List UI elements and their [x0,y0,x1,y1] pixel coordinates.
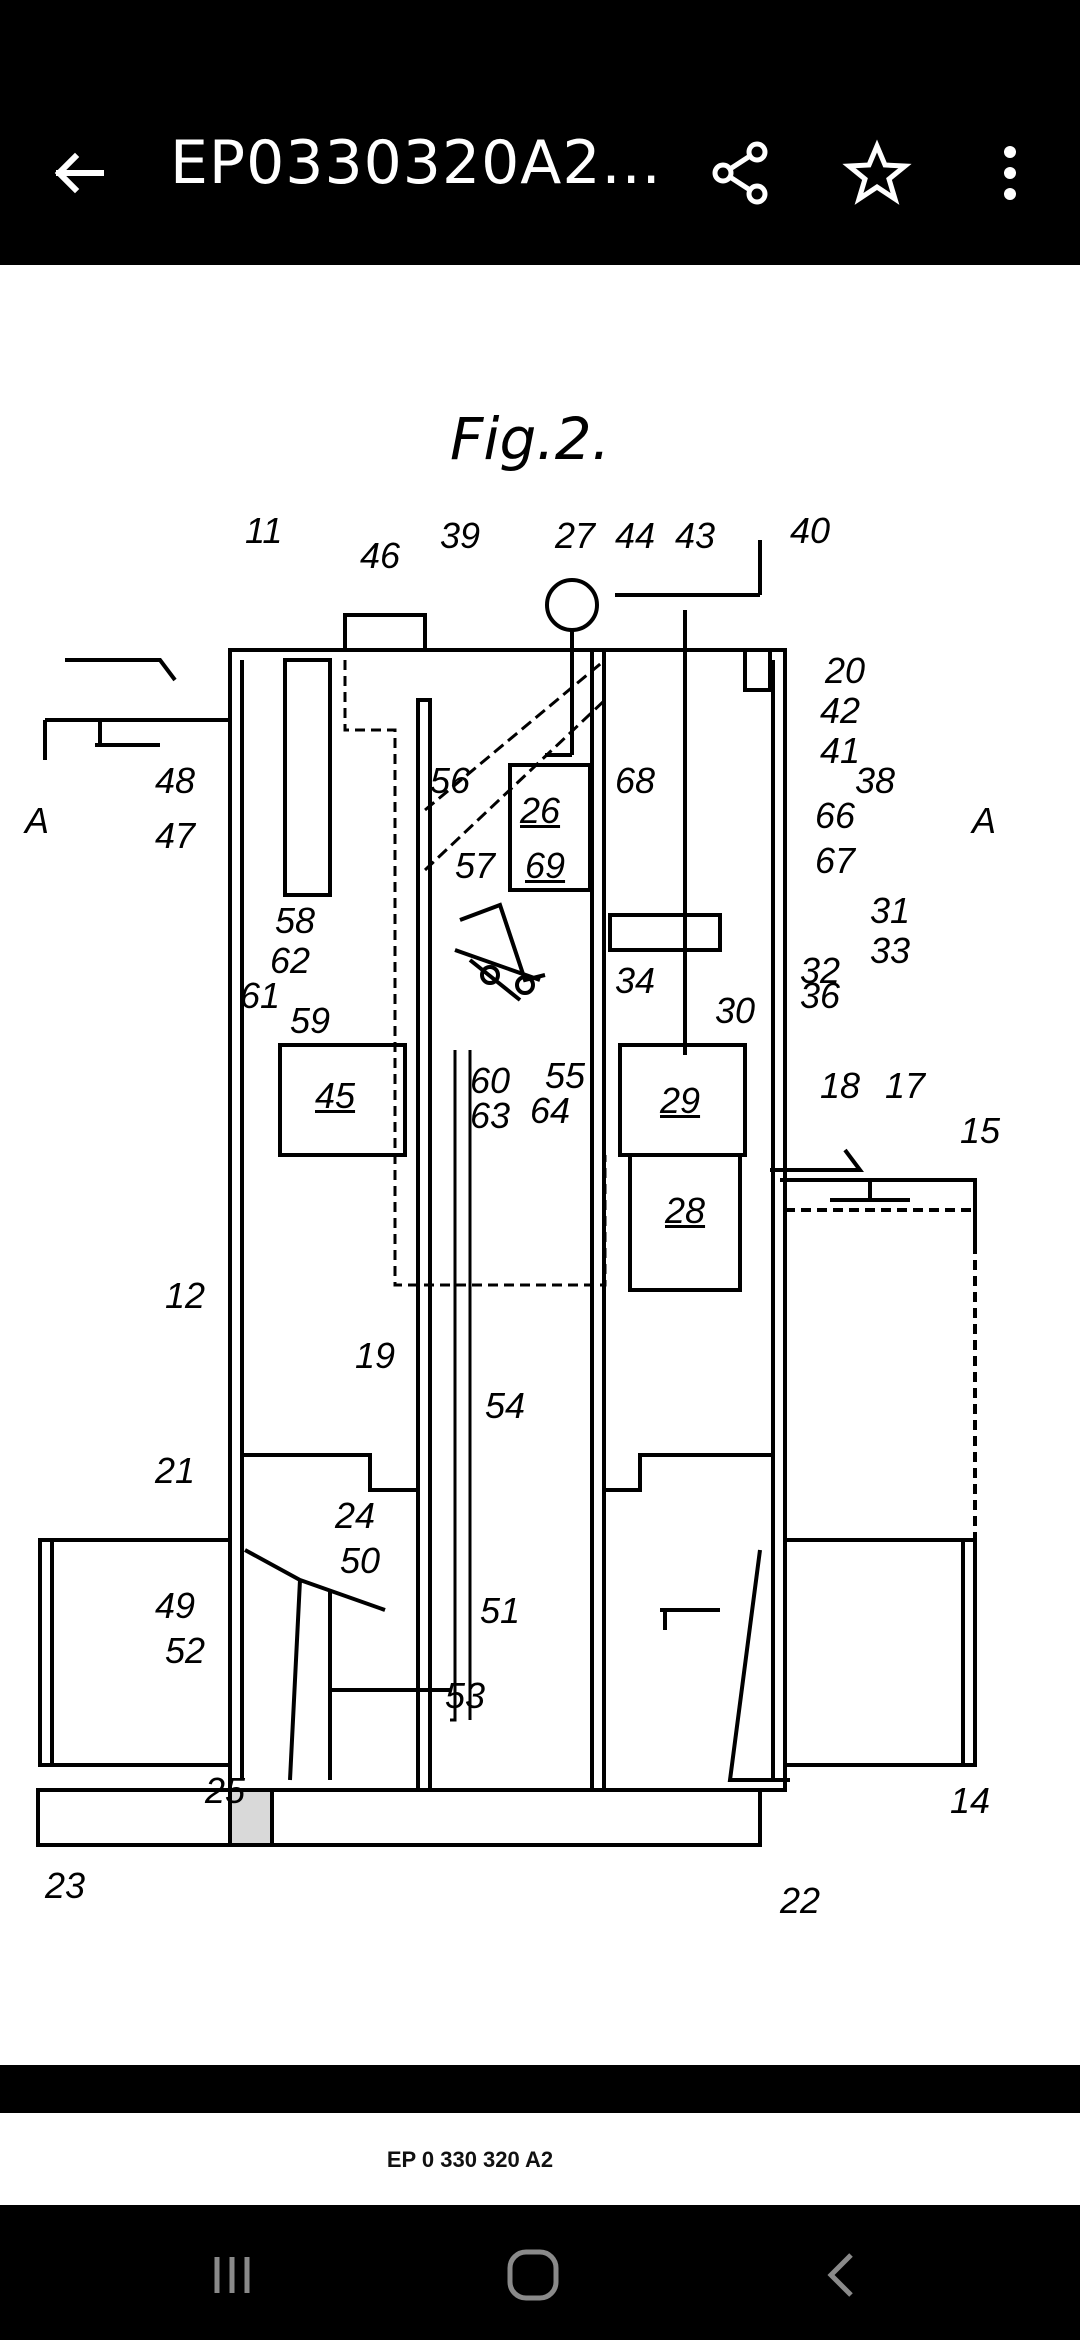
share-icon [712,141,768,205]
part-label: 17 [885,1065,926,1106]
part-label: 34 [615,960,656,1001]
part-label: 25 [205,1770,246,1811]
part-label: 33 [870,930,911,971]
part-label: 46 [360,535,401,576]
part-label: 66 [815,795,856,836]
more-vert-icon [1004,146,1016,200]
part-label: 32 [800,950,841,991]
recents-icon [214,2257,250,2293]
part-label: 38 [855,760,896,801]
page-header: EP 0 330 320 A2 [386,2147,554,2172]
part-label: 68 [615,760,656,801]
page-separator [0,2065,1080,2113]
base-plate [36,1788,762,1847]
part-label: 29 [660,1080,701,1121]
system-nav-bar [0,2205,1080,2340]
part-label: 36 [800,975,841,1016]
document-title: EP0330320A2... [170,128,662,198]
part-label: 30 [715,990,756,1031]
part-label: 12 [165,1275,206,1316]
part-label: 63 [470,1095,511,1136]
part-label: 47 [155,815,196,856]
part-label: 69 [525,845,566,886]
part-label: 45 [315,1075,356,1116]
part-label: 41 [820,730,861,771]
part-label: 60 [470,1060,511,1101]
part-label: 31 [870,890,911,931]
back-icon [827,2253,853,2297]
share-button[interactable] [695,128,785,218]
part-label: 44 [615,515,656,556]
part-label: 23 [45,1865,86,1906]
part-label: 64 [530,1090,571,1131]
part-label: 15 [960,1110,1001,1151]
document-page[interactable]: Fig.2. 11 46 39 27 44 43 40 20 42 41 38 … [0,265,1080,2065]
section-mark-left: A [25,800,50,841]
app-bar: EP0330320A2... [0,0,1080,265]
part-label: 50 [340,1540,381,1581]
star-icon [842,139,912,205]
part-label: 58 [275,900,316,941]
part-label: 28 [665,1190,706,1231]
part-label: 27 [555,515,596,556]
part-label: 67 [815,840,856,881]
home-icon [507,2249,559,2301]
back-arrow-icon [54,152,104,194]
home-button[interactable] [488,2235,578,2315]
part-label: 22 [780,1880,821,1921]
part-label: 54 [485,1385,526,1426]
part-label: 43 [675,515,716,556]
part-label: 40 [790,510,831,551]
part-label: 56 [430,760,471,801]
part-label: 49 [155,1585,196,1626]
part-label: 14 [950,1780,991,1821]
nav-back-button[interactable] [795,2235,885,2315]
part-label: 52 [165,1630,206,1671]
part-label: 21 [155,1450,196,1491]
figure-caption: Fig.2. [450,405,611,473]
next-document-page[interactable]: EP 0 330 320 A2 [0,2113,1080,2205]
part-label: 51 [480,1590,521,1631]
part-label: 24 [335,1495,376,1536]
part-label: 18 [820,1065,861,1106]
part-label: 55 [545,1055,586,1096]
part-label: 42 [820,690,861,731]
part-label: 19 [355,1335,396,1376]
part-label: 20 [825,650,866,691]
part-label: 48 [155,760,196,801]
section-mark-right: A [972,800,997,841]
favorite-button[interactable] [832,128,922,218]
recents-button[interactable] [187,2235,277,2315]
part-label: 59 [290,1000,331,1041]
part-label: 26 [520,790,561,831]
more-options-button[interactable] [965,128,1055,218]
part-label: 62 [270,940,311,981]
patent-figure [36,540,977,1847]
part-label: 53 [445,1675,486,1716]
back-button[interactable] [35,128,125,218]
part-label: 39 [440,515,481,556]
part-label: 11 [245,510,283,551]
part-label: 57 [455,845,496,886]
part-label: 61 [240,975,281,1016]
